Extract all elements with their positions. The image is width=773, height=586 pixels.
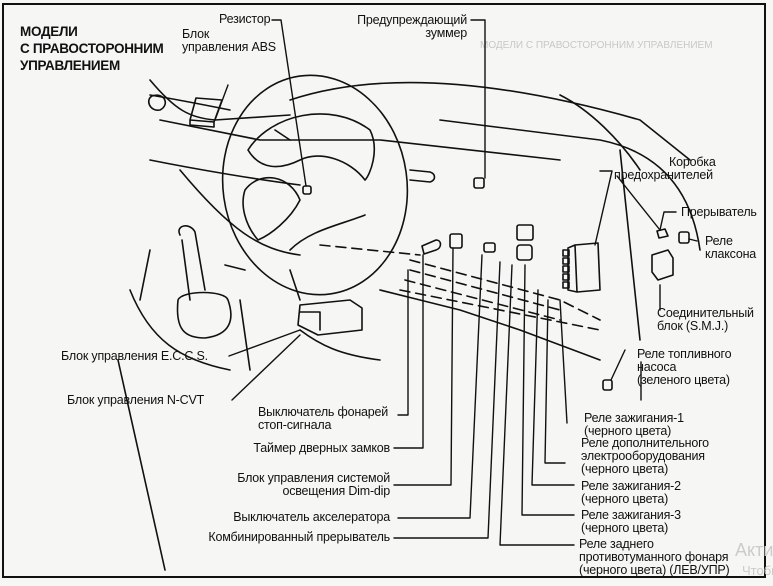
label-fuel-pump-relay-line3: (зеленого цвета) [637,373,730,387]
watermark-line2: Чтобы [742,563,773,578]
label-ignition-relay-2-line2: (черного цвета) [581,492,669,506]
title-line-1: МОДЕЛИ [20,24,78,39]
label-abs-unit-line2: управления ABS [182,40,276,54]
fuse-box-fuses [562,249,570,289]
steering-column [224,264,301,301]
label-horn-relay-line2: клаксона [705,247,757,261]
interrupter-component [656,228,669,239]
dashboard-right [439,119,701,251]
floor-lines [379,289,601,361]
label-dim-dip-unit-line2: освещения Dim-dip [282,484,390,498]
wiper-stalk [409,169,436,183]
label-ignition-relay-1: Реле зажигания-1 (черного цвета) [584,412,684,438]
diagram-frame [2,3,766,578]
console-lines [129,249,251,371]
title-line-2: С ПРАВОСТОРОННИМ [20,41,164,56]
watermark-line1: Акти [735,540,773,560]
label-accessory-relay-line1: Реле дополнительного [581,436,709,450]
resistor-component [302,185,312,195]
label-eccs-unit: Блок управления E.C.C.S. [61,349,208,363]
label-ignition-relay-3: Реле зажигания-3 (черного цвета) [581,509,681,535]
fuel-pump-relay-component [602,379,613,391]
gear-lever [178,225,206,301]
label-smj-line2: блок (S.M.J.) [657,319,729,333]
right-panel [559,94,641,341]
dim-dip-component [449,233,463,249]
horn-relay-component [678,231,690,244]
diagram-title: МОДЕЛИ С ПРАВОСТОРОННИМ УПРАВЛЕНИЕМ [20,23,164,74]
label-fuse-box-line2: предохранителей [614,168,713,182]
label-ignition-relay-2-line1: Реле зажигания-2 [581,479,681,493]
label-horn-relay: Реле клаксона [705,235,756,261]
label-ignition-relay-3-line2: (черного цвета) [581,521,669,535]
label-fuel-pump-relay: Реле топливного насоса (зеленого цвета) [637,347,732,387]
label-door-lock-timer: Таймер дверных замков [253,441,390,455]
label-fuel-pump-relay-line1: Реле топливного [637,347,732,361]
accelerator-switch-component [483,242,496,253]
eccs-unit-box [297,299,363,336]
a-pillar [149,79,291,121]
label-horn-relay-line1: Реле [705,234,733,248]
label-ignition-relay-2: Реле зажигания-2 (черного цвета) [581,480,681,506]
label-rear-fog-relay: Реле заднего противотуманного фонаря (че… [579,537,730,577]
label-abs-unit: Блок управления ABS [182,28,276,54]
wiring-harness [319,244,601,331]
label-ignition-relay-1-line2: (черного цвета) [584,424,672,438]
label-warning-buzzer-line1: Предупреждающий [357,13,467,27]
label-fuel-pump-relay-line2: насоса [637,360,677,374]
dashboard-top [149,94,231,111]
center-console [299,329,381,361]
label-ignition-relay-1-line1: Реле зажигания-1 [584,411,684,425]
label-fuse-box-line1: Коробка [669,155,716,169]
label-rear-fog-relay-line3: (черного цвета) (ЛЕВ/УПР) [579,563,730,577]
dashboard-panel [159,119,561,161]
label-smj-line1: Соединительный [657,306,754,320]
windshield-line [289,81,691,161]
steering-wheel-inner-lower [242,176,301,241]
label-accessory-relay-line3: (черного цвета) [581,462,669,476]
leader-lines [214,19,698,546]
label-fuse-box: Коробка предохранителей [614,156,716,182]
accessory-relay-component [516,224,534,241]
label-rear-fog-relay-line1: Реле заднего [579,537,654,551]
label-warning-buzzer: Предупреждающий зуммер [345,14,467,40]
label-stop-lamp-switch: Выключатель фонарей стоп-сигнала [258,406,388,432]
label-smj: Соединительный блок (S.M.J.) [657,307,754,333]
label-resistor: Резистор [219,12,271,26]
label-interrupter: Прерыватель [681,205,757,219]
label-accessory-relay: Реле дополнительного электрооборудования… [581,437,709,476]
label-warning-buzzer-line2: зуммер [425,26,467,40]
steering-wheel-inner-upper [247,113,375,181]
label-accessory-relay-line2: электрооборудования [581,449,705,463]
steering-wheel-spoke [289,214,366,251]
door-lock-timer-component [421,239,442,255]
label-dim-dip-unit: Блок управления системой освещения Dim-d… [200,472,390,498]
title-line-3: УПРАВЛЕНИЕМ [20,58,120,73]
label-ignition-relay-3-line1: Реле зажигания-3 [581,508,681,522]
label-dim-dip-unit-line1: Блок управления системой [237,471,390,485]
dashboard-edge [179,169,301,256]
label-stop-lamp-switch-line2: стоп-сигнала [258,418,332,432]
warning-buzzer-component [473,177,485,189]
abs-unit-box [189,97,223,128]
ignition-relay-component [516,244,533,261]
label-combination-flasher: Комбинированный прерыватель [208,530,390,544]
label-accelerator-switch: Выключатель акселератора [233,510,390,524]
steering-wheel-outer [221,74,409,296]
bleed-through-text: МОДЕЛИ С ПРАВОСТОРОННИМ УПРАВЛЕНИЕМ [480,40,713,51]
dashboard-lower [149,159,301,186]
gear-boot [176,291,232,339]
fuse-box-component [567,242,601,293]
label-rear-fog-relay-line2: противотуманного фонаря [579,550,729,564]
label-ncvt-unit: Блок управления N-CVT [67,393,205,407]
wiper-stalk-2 [274,129,291,141]
left-vent [148,94,167,111]
label-stop-lamp-switch-line1: Выключатель фонарей [258,405,389,419]
left-pillar [117,359,166,571]
label-abs-unit-line1: Блок [182,27,210,41]
smj-component [651,249,674,281]
